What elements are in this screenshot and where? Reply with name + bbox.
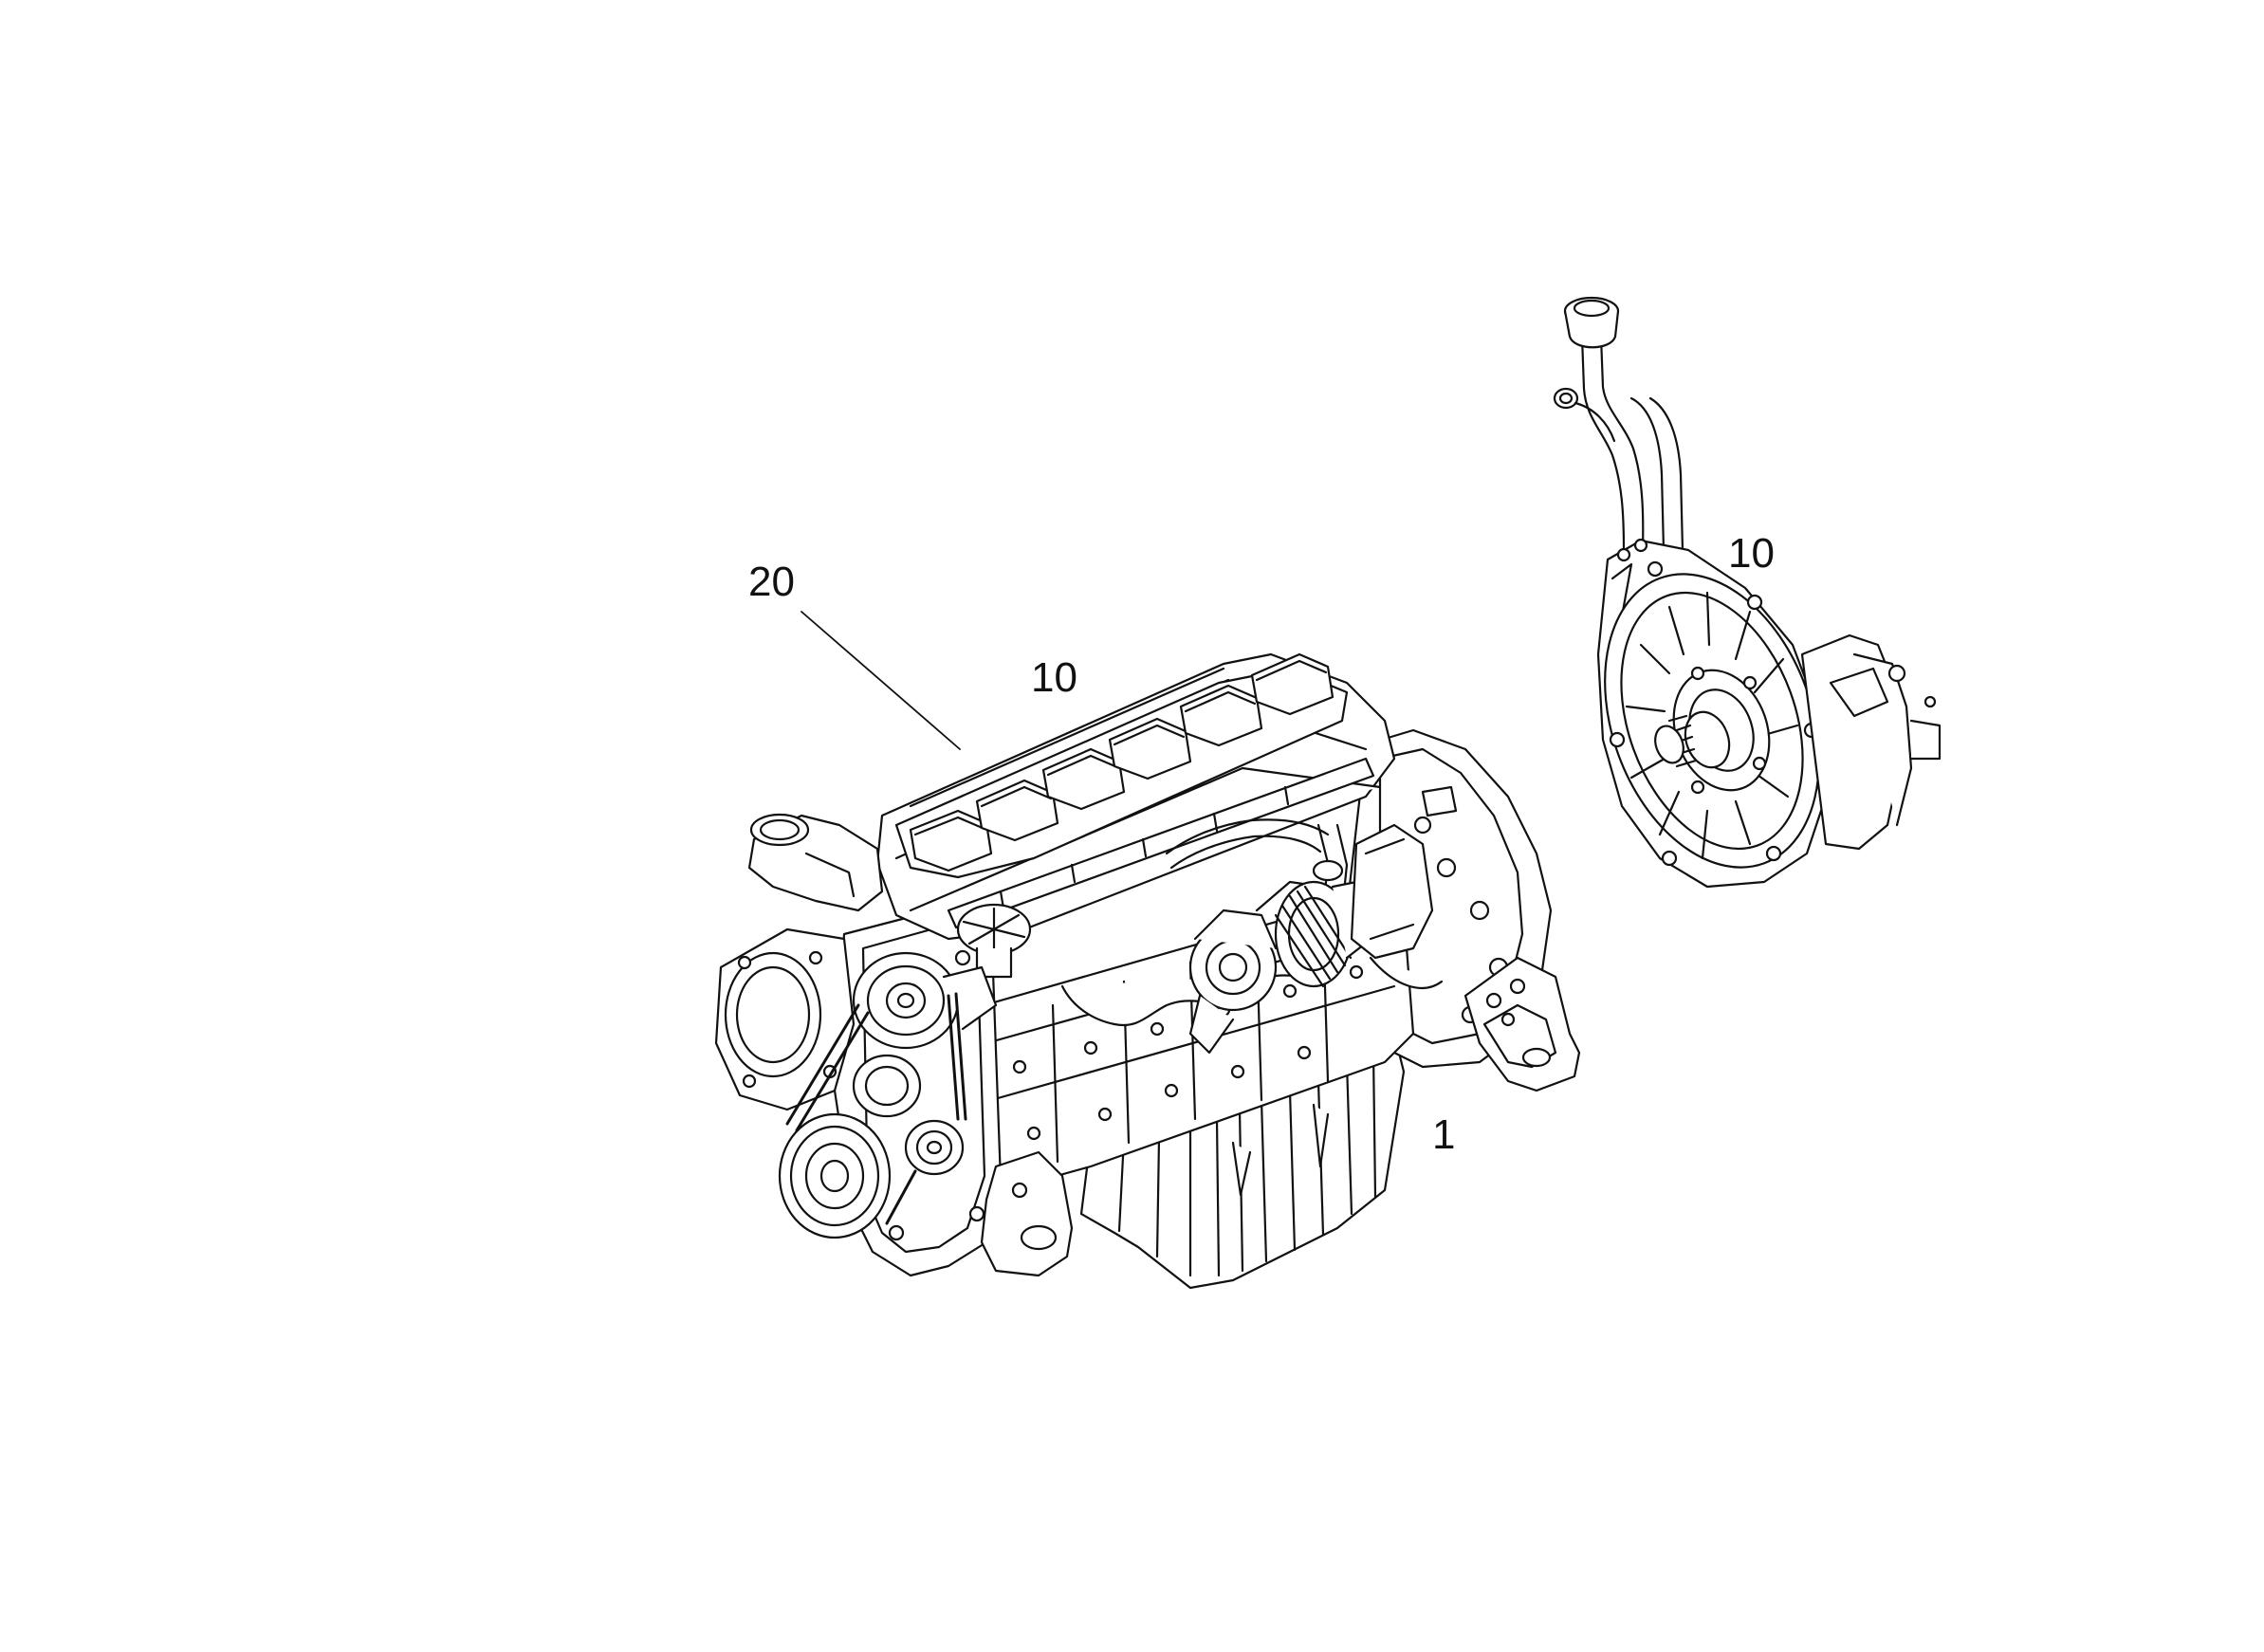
fuel-rail (947, 757, 1375, 929)
callout-20: 20 (748, 559, 795, 605)
callout-1: 1 (1432, 1111, 1456, 1158)
leader-line-20 (801, 611, 961, 750)
crankshaft-pulley (778, 1112, 892, 1239)
hydraulic-pump (1800, 633, 1942, 851)
dipstick-cap (1563, 296, 1620, 349)
front-engine-mount (980, 1150, 1074, 1277)
oil-filler-cap (956, 903, 1032, 979)
injector-cover-5 (1179, 684, 1263, 747)
injector-cover-6 (1250, 652, 1334, 716)
dipstick-tube (1580, 335, 1684, 552)
rear-engine-mount (1463, 956, 1581, 1092)
alternator-pulley (852, 951, 998, 1050)
injector-cover-1 (909, 809, 993, 872)
drive-belt (785, 992, 967, 1225)
exhaust-manifold (1350, 823, 1444, 989)
front-cover (714, 927, 856, 1111)
pto-assembly (1553, 296, 1942, 889)
intake-cone (1274, 859, 1391, 988)
coolant-outlet (747, 813, 884, 912)
callout-10-engine: 10 (1031, 654, 1077, 701)
splined-shaft (1654, 710, 1731, 769)
injector-cover-2 (975, 779, 1059, 842)
valve-cover (894, 652, 1349, 879)
belt-tensioner (904, 1119, 965, 1176)
injector-cover-3 (1041, 747, 1126, 811)
callout-10-housing: 10 (1728, 530, 1775, 577)
dipstick-ring (1553, 387, 1616, 443)
water-pump-pulley (852, 1054, 922, 1118)
injector-cover-4 (1108, 717, 1192, 780)
turbocharger (1188, 880, 1325, 1055)
engine-assembly (714, 652, 1581, 1290)
